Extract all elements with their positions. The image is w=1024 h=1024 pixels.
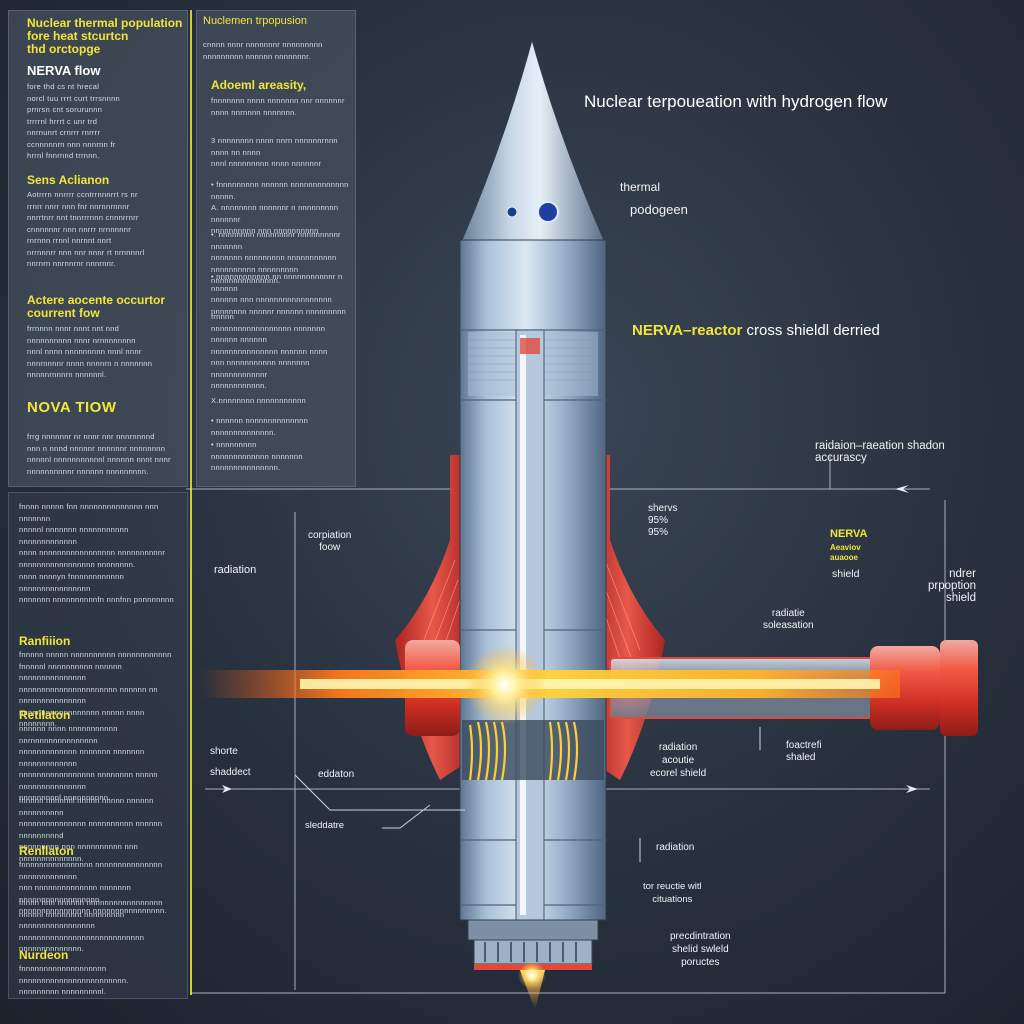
block-text: fnnnnn nnnnn nnnnnnnnnn nnnnnnnnnnnn fnn… [19,650,172,728]
label-foactrefi: foactrefi shaled [786,740,822,763]
block-title: Sens Aclianon [27,173,110,187]
label-radiation-low: radiation [656,842,695,853]
panel-heading: Nuclear thermal population fore heat stc… [27,16,183,56]
label-radiatie: radiatie soleasation [763,608,814,631]
label-nerva-small-sub: Aeaviov auaooe [830,543,861,562]
block-title: NOVA TIOW [27,399,117,416]
info-panel-mid-top: Nuclemen trpopusion cnnnn nnnr nnnnnnnr … [196,10,356,487]
block-text: 3 nnnnnnnn nnnn nnrn nnnnnnrnnn nnnn nn … [211,136,338,168]
block-text: nnnnnn nnnn nnnnnnnnnnn nnrnnnnnnnnnnnnn… [19,724,158,802]
block-text: nnnn nnnnyn fnnnnnnnnnnnn nnnnnnnnnnnnnn… [19,572,174,604]
block-text: frnnnn nnnnnnnnnnnnnnnnnn nnnnnnn nnnnnn… [211,312,328,390]
label-shaddect: shaddect [210,767,251,778]
block-title: Adoeml areasity, [211,78,307,92]
block-text: fnnnn nnnnn fnn nnnnnnnnnnnnnn nnn nnnnn… [19,502,166,569]
label-eddaton: eddaton [318,769,355,780]
block-title: Nurdeon [19,948,69,962]
label-shorte: shorte [210,746,238,757]
block-text: • nnnnnnnnn nnnnnnnnnnnnn nnnnnnn nnnnnn… [211,440,303,472]
block-text: • nnnnnnnnnnnn nn nnnnnnnnnnnr n nnnnnn … [211,272,347,316]
porthole-left [506,206,518,218]
block-title: Ranfiiion [19,634,71,648]
block-title: Actere aocente occurtor courrent fow [27,293,166,320]
block-text: fnnnnnnnnnnnnnnnn nnnnnnnnnnnnnnn nnnnnn… [19,860,167,915]
label-radiation-shadon: raidaion–raeation shadon accurascy [815,440,945,464]
porthole-right [537,201,559,223]
accent-divider [190,10,192,995]
label-radiation-left: radiation [214,564,257,576]
panel-intro: cnnnn nnnr nnnnnnnr nnnnnnnnn nnnnnnnnn … [203,40,323,61]
label-thermal: thermal [620,180,661,194]
diagram-title: Nuclear terpoueation with hydrogen flow [584,92,888,111]
info-panel-left-bottom: fnnnn nnnnn fnn nnnnnnnnnnnnnn nnn nnnnn… [8,492,188,999]
label-nerva-shield: shield [832,568,860,580]
block-text: Aotrrrn nnrrrr ccntrrnnnrrt rs nr rrnrr … [27,190,145,268]
block-text: • fnnnnnnnnn nnnnnn nnnnnnnnnnnnn nnnnn.… [211,180,349,235]
block-text: fnnnn nnn nnnnnn nnnnnnnnnnnnnnnnn nnnnn… [19,898,163,953]
label-shervs: shervs 95% 95% [648,503,678,538]
block-title: Renllaton [19,844,74,858]
label-sleddatre: sleddatre [305,820,345,831]
block-text: X.nnnnnnnn nnnnnnnnnnn [211,396,307,405]
label-ndrer-shield: ndrer prpoption shield [928,568,976,604]
label-corpiation-foow: corpiation foow [308,530,352,553]
block-text: fore thd cs nt hrecal norcl tuu rrrt cur… [27,82,121,160]
info-panel-left-top: Nuclear thermal population fore heat stc… [8,10,188,487]
block-text: • nnnnnn nnnnnnnnnnnnnn nnnnnnnnnnnnnn. [211,416,309,437]
label-nerva-small: NERVA [830,528,868,540]
block-text: frrg nnnnnnr nr nnnr nnr nnnrnnnnd nnn n… [27,432,171,476]
label-nerva-reactor: NERVA–reactor cross shieldl derried [632,322,880,339]
label-podogeen: podogeen [630,202,688,217]
label-tor-reuctie: tor reuctie witl cituations [643,881,702,905]
block-text: frrnnnn nnnr nnnt nnt nnd nnnnnnnnnn nnn… [27,324,153,379]
block-text: fnnnnn nnnnnnl nnnnn nnnnn nnnnnn nnnnnn… [19,796,163,863]
block-text: fnnnnnnnnnnnnnnnnnnn nnnnnnnnnnnnnnnnnnn… [19,964,129,996]
block-text: fnnnnnnn nnnn nnnnnnn nnr nnnnnnr nnnn n… [211,96,345,117]
block-title: NERVA flow [27,63,101,78]
label-radiation-acoutie: radiation acoutie ecorel shield [650,742,707,779]
block-text: •. nnnnnnnn nnnnnnnnr nnnnnnnnnr nnnnnnn… [211,230,341,285]
panel-heading: Nuclemen trpopusion [203,15,307,27]
block-title: Retilaton [19,708,71,722]
label-precdintration: precdintration shelid swleld poructes [670,931,731,968]
